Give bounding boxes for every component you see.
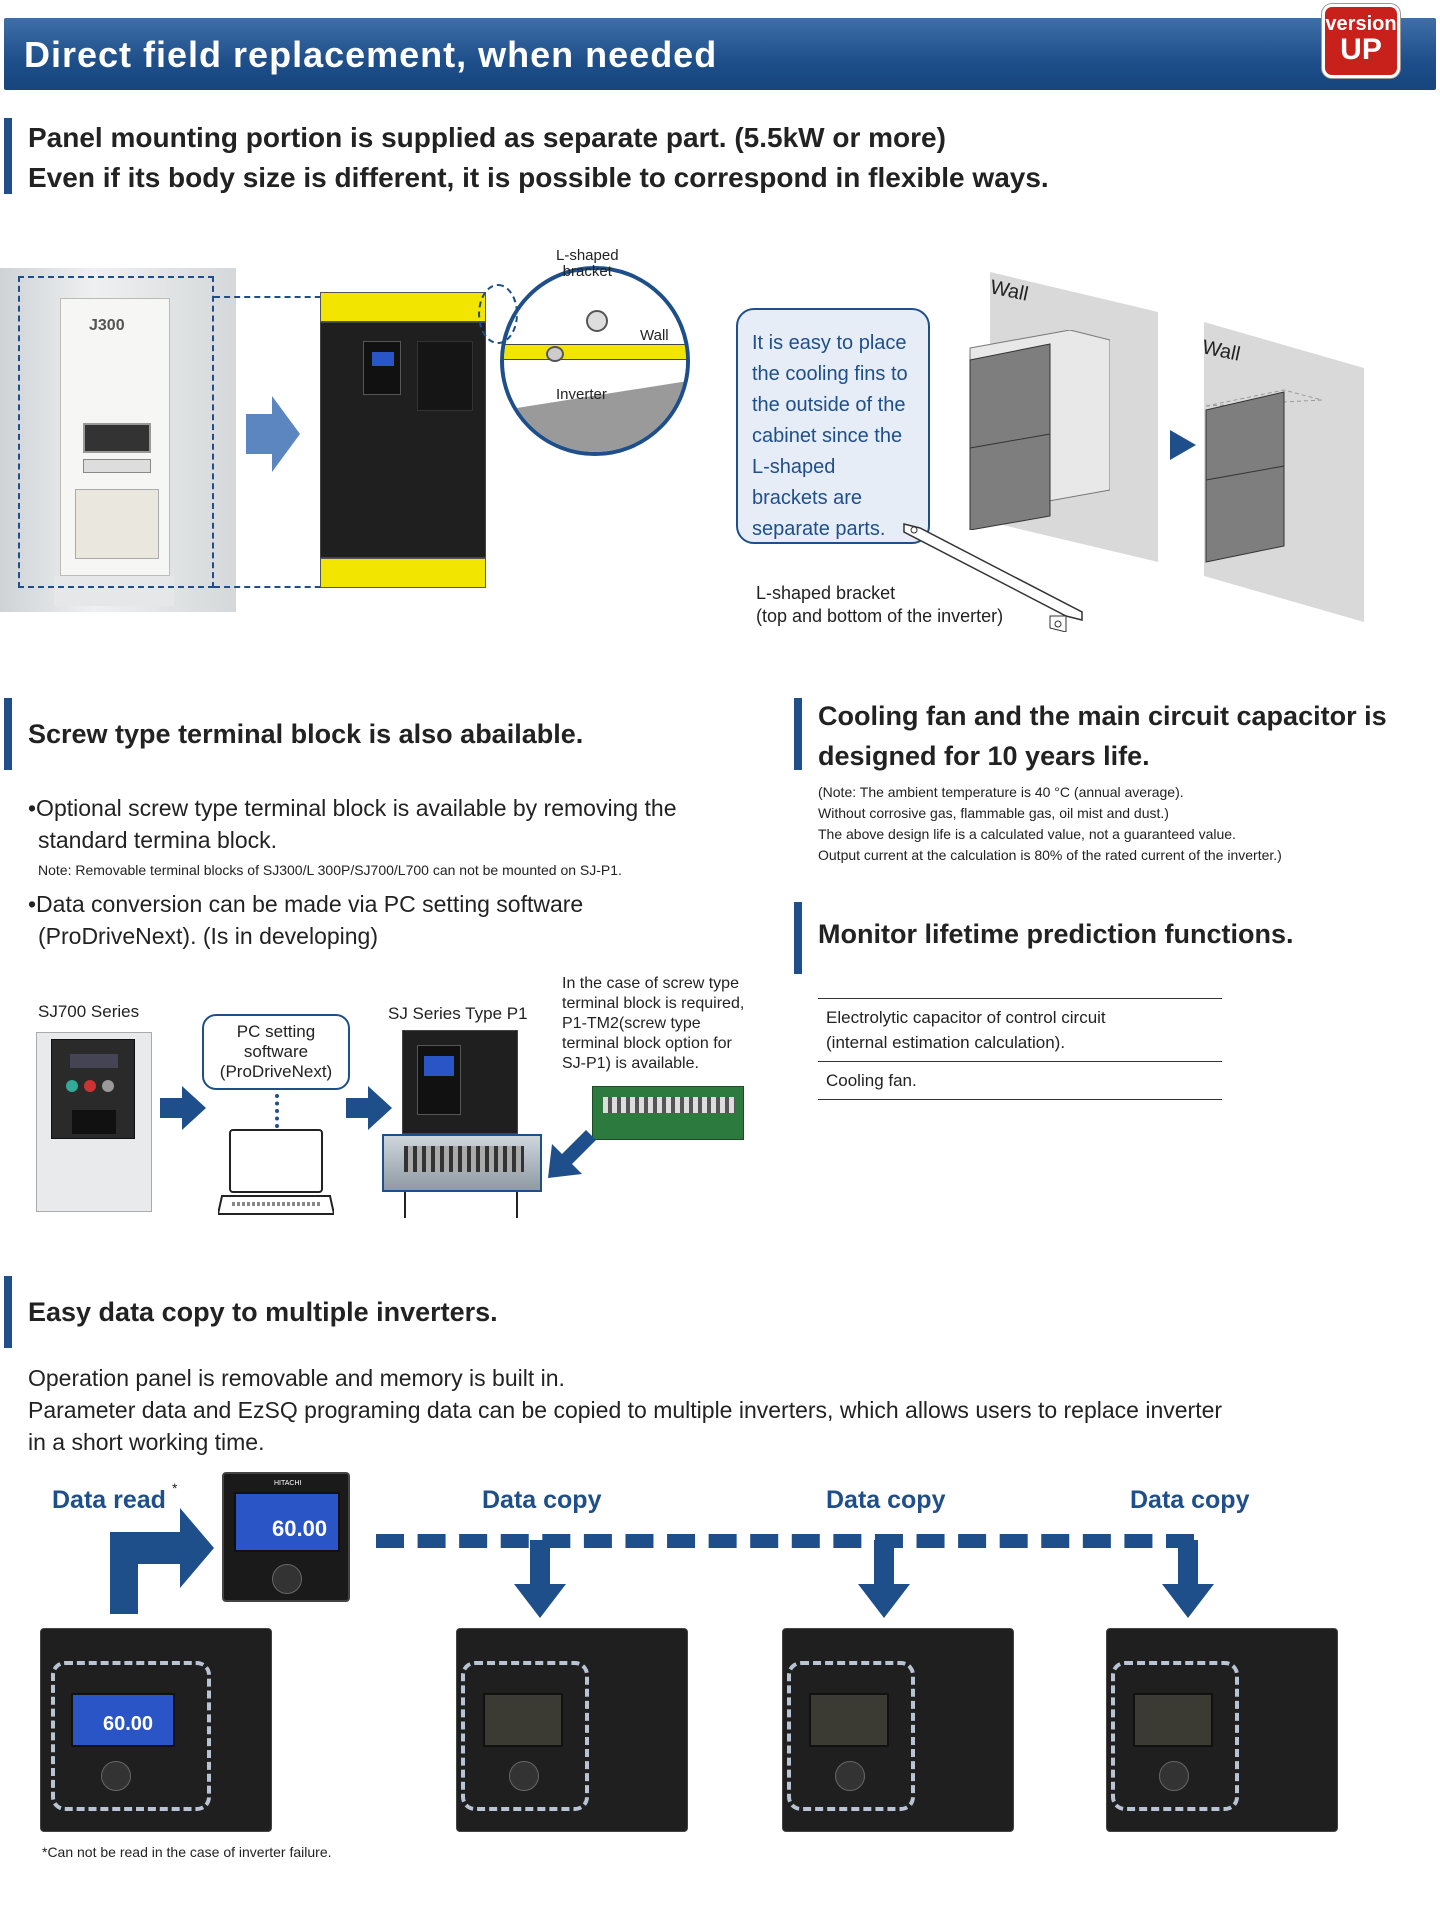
tm2-note-line-2: terminal block is required, [562,995,745,1012]
intro-line-2: Even if its body size is different, it i… [28,162,1049,193]
l-bracket-drawing [903,523,1083,632]
monitor-section-bar [794,902,802,974]
removed-operation-panel: HITACHI 60.00 [222,1472,350,1602]
cooling-note-3: The above design life is a calculated va… [818,826,1236,842]
inverter-box-1 [969,330,1110,530]
copy-section-bar [4,1276,12,1348]
cooling-title-2: designed for 10 years life. [818,741,1150,771]
dotted-connector [275,1094,279,1128]
pc-label-2: software [243,1042,309,1061]
screw-bullet2-b: (ProDriveNext). (Is in developing) [38,923,379,949]
screw-bullet1-a: •Optional screw type terminal block is a… [28,795,677,821]
sjp1-inverter-photo [402,1030,518,1134]
cooling-note-4: Output current at the calculation is 80%… [818,847,1282,863]
monitor-row1-line-a: Electrolytic capacitor of control circui… [826,1008,1106,1027]
sj700-inverter-photo [36,1032,152,1212]
screw-bullet2-a: •Data conversion can be made via PC sett… [28,891,584,917]
pc-label-3: (ProDriveNext) [219,1062,333,1081]
tm2-note-line-4: terminal block option for [562,1035,732,1052]
p1-tm2-board-photo [592,1086,744,1140]
target-inverter-2 [782,1628,1014,1832]
pc-label-1: PC setting [236,1022,316,1041]
sj700-label: SJ700 Series [38,1002,140,1021]
arrow-down-left-icon [548,1130,596,1178]
tm2-note-line-3: P1-TM2(screw type [562,1015,701,1032]
tm2-note: In the case of screw type terminal block… [562,974,744,1074]
j300-outline [18,276,214,588]
cooling-fin-callout: It is easy to place the cooling fins to … [736,308,930,544]
badge-top-text: version [1325,13,1397,35]
cooling-title-1: Cooling fan and the main circuit capacit… [818,701,1387,731]
monitor-title: Monitor lifetime prediction functions. [818,919,1294,949]
sjp1-label: SJ Series Type P1 [388,1004,528,1023]
data-read-asterisk: * [172,1480,178,1496]
intro-bar [4,118,12,194]
tm2-note-line-5: SJ-P1) is available. [562,1055,699,1072]
target-inverter-1 [456,1628,688,1832]
version-up-badge: version UP [1322,4,1400,78]
pc-software-box: PC setting software (ProDriveNext) [202,1014,350,1090]
data-read-arrow-icon [110,1508,214,1614]
monitor-row-fan: Cooling fan. [818,1061,1222,1099]
data-read-label: Data read [52,1486,166,1514]
target-inverter-3 [1106,1628,1338,1832]
monitor-row-capacitor: Electrolytic capacitor of control circui… [818,998,1222,1061]
zoom-bracket-label: L-shaped bracket [556,247,619,280]
data-copy-label-2: Data copy [826,1486,946,1514]
bottom-bracket [320,558,486,588]
j300-label: J300 [89,317,125,334]
terminal-block-photo [382,1134,542,1192]
panel-display-value: 60.00 [272,1516,328,1541]
inverter-box-2 [1205,389,1323,563]
cooling-section-bar [794,698,802,770]
screw-section-bar [4,698,12,770]
intro-line-1: Panel mounting portion is supplied as se… [28,122,946,153]
arrow-right-small-icon [1170,430,1196,460]
source-display-value: 60.00 [103,1713,154,1735]
screw-bullet1-b: standard termina block. [38,827,278,853]
panel-brand: HITACHI [274,1480,302,1487]
copy-line-1: Operation panel is removable and memory … [28,1365,565,1391]
zoom-source-circle [478,284,518,344]
copy-section-title: Easy data copy to multiple inverters. [28,1297,498,1327]
screw-note: Note: Removable terminal blocks of SJ300… [38,862,622,878]
copy-line-2: Parameter data and EzSQ programing data … [28,1397,1223,1423]
laptop-icon [218,1129,334,1215]
bracket-zoom-circle [500,266,690,456]
screw-section-title: Screw type terminal block is also abaila… [28,719,584,749]
arrow-down-icon-3 [1162,1540,1214,1618]
arrow-down-icon-2 [858,1540,910,1618]
monitor-table: Electrolytic capacitor of control circui… [818,998,1222,1100]
arrow-right-icon [160,1086,206,1130]
zoom-wall-label: Wall [640,327,669,344]
monitor-row1-line-b: (internal estimation calculation). [826,1033,1066,1052]
top-bracket [320,292,486,322]
bracket-caption-1: L-shaped bracket [756,583,896,603]
data-copy-dashed-path [376,1534,1194,1548]
copy-line-3: in a short working time. [28,1429,265,1455]
arrow-down-icon-1 [514,1540,566,1618]
header-banner [4,18,1436,90]
page-title: Direct field replacement, when needed [24,34,718,75]
cooling-note-2: Without corrosive gas, flammable gas, oi… [818,805,1169,821]
arrow-right-icon [346,1086,392,1130]
data-copy-label-3: Data copy [1130,1486,1250,1514]
copy-footnote: *Can not be read in the case of inverter… [42,1844,332,1860]
source-inverter: 60.00 [40,1628,272,1832]
cooling-note-1: (Note: The ambient temperature is 40 °C … [818,784,1184,800]
tm2-note-line-1: In the case of screw type [562,975,739,992]
data-copy-label-1: Data copy [482,1486,602,1514]
p1-inverter-with-brackets [320,292,486,588]
bracket-caption-2: (top and bottom of the inverter) [756,606,1004,626]
j300-inverter-photo: J300 [0,268,236,612]
badge-bottom-text: UP [1340,33,1382,66]
zoom-inverter-label: Inverter [556,386,607,403]
arrow-right-icon [246,396,300,472]
